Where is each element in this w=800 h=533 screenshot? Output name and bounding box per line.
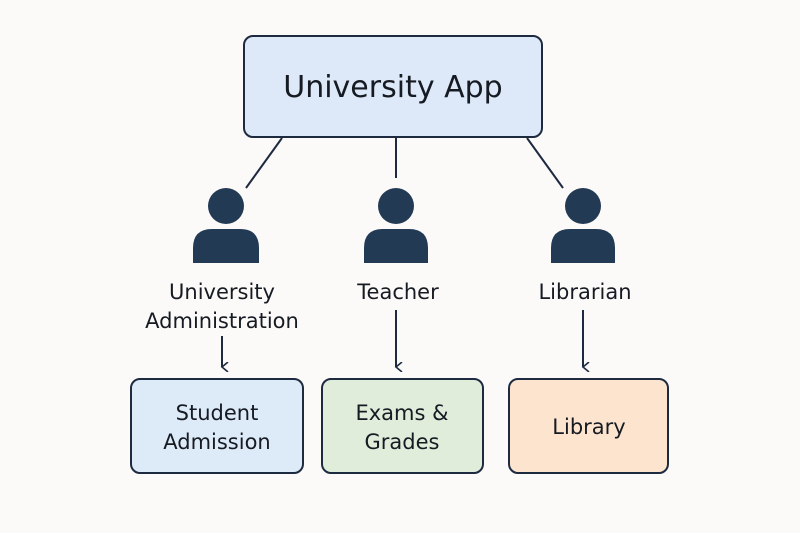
module-label: Exams & (355, 401, 448, 425)
module-exams-grades: Exams & Grades (321, 378, 484, 474)
user-icon (193, 188, 259, 263)
role-label-administration-line2: Administration (145, 309, 299, 333)
root-node: University App (243, 35, 543, 138)
connector-line (245, 137, 283, 189)
module-student-admission: Student Admission (130, 378, 304, 474)
module-label-line2: Grades (365, 430, 440, 454)
user-icon (551, 188, 615, 263)
module-label: Library (552, 415, 625, 439)
user-icon (364, 188, 428, 263)
role-label-administration: University (169, 280, 275, 304)
role-label-librarian: Librarian (538, 280, 631, 304)
module-label: Student (176, 401, 259, 425)
module-library: Library (508, 378, 669, 474)
connectors (222, 137, 583, 367)
role-label-teacher: Teacher (356, 280, 439, 304)
module-label-line2: Admission (163, 430, 271, 454)
connector-line (526, 137, 564, 189)
root-label: University App (283, 70, 502, 105)
